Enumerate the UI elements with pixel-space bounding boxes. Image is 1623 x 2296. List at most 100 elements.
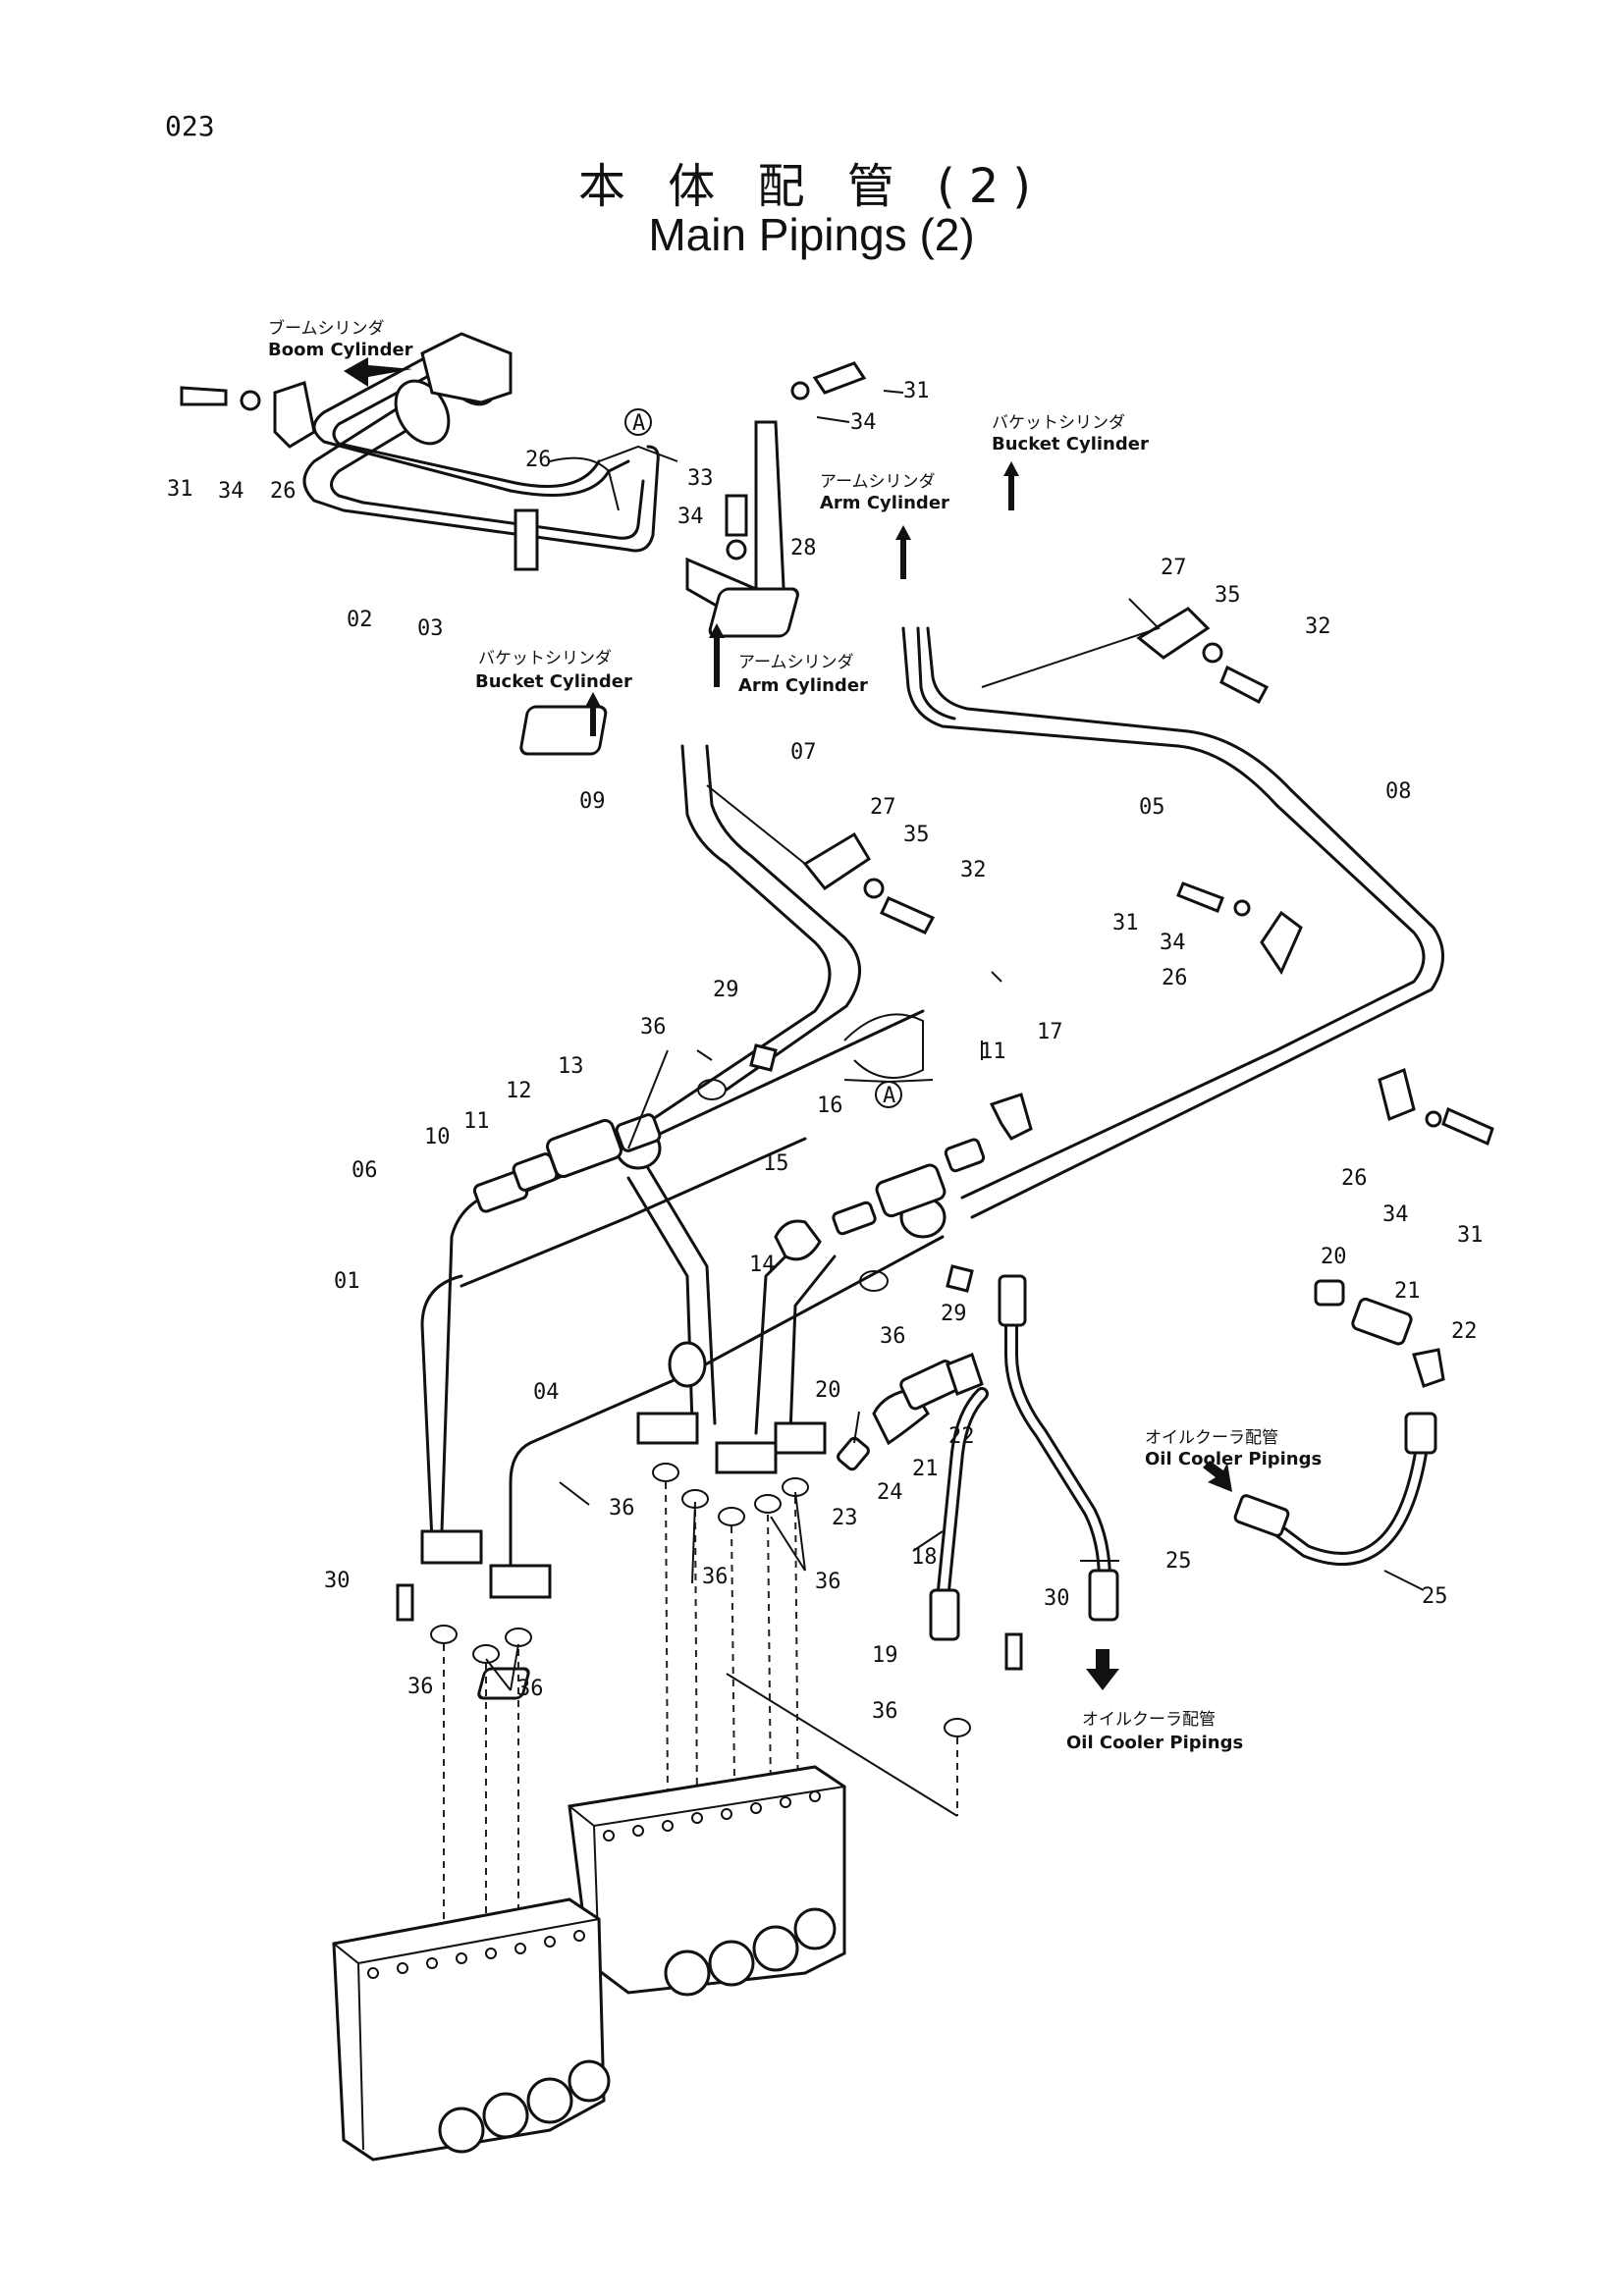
washer-34-top xyxy=(790,381,810,400)
pipe-05 xyxy=(901,626,1426,1200)
label-arm-cylinder-top-en: Arm Cylinder xyxy=(820,493,949,513)
callout: 35 xyxy=(1215,583,1241,608)
callout: 03 xyxy=(417,616,444,641)
label-bucket-cylinder-top-en: Bucket Cylinder xyxy=(992,434,1149,454)
callout: 14 xyxy=(749,1253,776,1277)
callout: 20 xyxy=(1321,1245,1347,1269)
callout: 11 xyxy=(463,1109,490,1134)
boom-fitting-1 xyxy=(394,379,451,446)
spool-lower-4 xyxy=(568,2059,611,2103)
oil-cooler-arrow-down xyxy=(1086,1649,1119,1690)
callout: 34 xyxy=(677,505,704,529)
oring-36-d xyxy=(652,1463,679,1482)
bolt-31-top xyxy=(812,361,867,395)
bolt-32-right xyxy=(1219,665,1270,705)
hose-end-top xyxy=(998,1274,1027,1327)
boom-block xyxy=(420,332,513,404)
callout: 22 xyxy=(948,1424,975,1449)
clamp-26-right xyxy=(1378,1067,1416,1122)
label-boom-cylinder-jp: ブームシリンダ xyxy=(268,318,385,339)
pipe-09 xyxy=(636,744,832,1131)
callout: 06 xyxy=(352,1158,378,1183)
detail-a-marker-mid: A xyxy=(883,1084,895,1108)
callout: 34 xyxy=(218,479,244,504)
pipe-07 xyxy=(705,744,861,1092)
washer-34-left xyxy=(240,390,261,411)
washer-35-mid xyxy=(863,878,885,899)
elbow-17 xyxy=(989,1093,1033,1141)
callout: 25 xyxy=(1422,1584,1448,1609)
flange-mid-1 xyxy=(636,1412,699,1445)
control-valve-blocks xyxy=(332,1765,846,2162)
pipe-05-08-mid xyxy=(916,626,956,721)
label-bucket-cylinder-top-jp: バケットシリンダ xyxy=(992,413,1125,433)
washer-34-right xyxy=(1425,1110,1442,1128)
hose-end-18 xyxy=(929,1588,960,1641)
bolt-33 xyxy=(725,494,748,537)
label-arm-cylinder-mid-jp: アームシリンダ xyxy=(738,653,853,672)
callout: 36 xyxy=(815,1570,841,1594)
callout: 34 xyxy=(850,410,877,435)
page-title-japanese: 本 体 配 管 (2) xyxy=(577,159,1046,214)
washer-34-mid-right xyxy=(1233,899,1251,917)
label-oil-cooler-bottom-jp: オイルクーラ配管 xyxy=(1082,1710,1216,1730)
bolt-31-right xyxy=(1441,1106,1494,1147)
callout: 10 xyxy=(424,1125,451,1149)
boom-cylinder-assembly: A xyxy=(180,332,867,630)
hose-end-25 xyxy=(1088,1569,1119,1622)
clamp-27-mid-leader xyxy=(706,784,806,865)
plug-29-top xyxy=(749,1043,778,1072)
callout: 35 xyxy=(903,823,930,847)
callout: 24 xyxy=(877,1480,903,1505)
part-callouts: 31 34 26 02 03 26 33 34 28 31 34 27 35 3… xyxy=(167,379,1484,1724)
flange-01 xyxy=(420,1529,483,1565)
elbow-22-left xyxy=(946,1353,984,1396)
callout: 08 xyxy=(1385,779,1412,804)
bolt-31-mid xyxy=(1176,881,1224,913)
spool-upper-4 xyxy=(793,1907,837,1950)
tee-joint-04 xyxy=(668,1341,707,1388)
page-title-english: Main Pipings (2) xyxy=(648,209,975,260)
long-pipes-05-08 xyxy=(708,587,1494,1219)
bolt-31-left xyxy=(180,386,228,406)
bucket-cylinder-arrow-top xyxy=(1003,461,1019,510)
oring-36-mid xyxy=(859,1270,889,1292)
fitting-20-right xyxy=(1314,1279,1345,1307)
callout: 15 xyxy=(763,1151,789,1176)
oil-cooler-arrow-left xyxy=(1203,1461,1232,1492)
callout: 26 xyxy=(525,448,552,472)
label-arm-cylinder-top-jp: アームシリンダ xyxy=(820,472,935,492)
label-bucket-cylinder-mid-en: Bucket Cylinder xyxy=(475,671,632,692)
bolt-32-mid xyxy=(880,896,936,934)
callout: 16 xyxy=(817,1094,843,1118)
callout: 36 xyxy=(640,1015,667,1040)
spool-lower-2 xyxy=(482,2092,529,2139)
spool-upper-1 xyxy=(664,1949,711,1997)
clamp-26-mid xyxy=(1260,910,1303,976)
callout: 26 xyxy=(270,479,297,504)
callout: 34 xyxy=(1160,931,1186,955)
control-valve-upper xyxy=(568,1765,846,1995)
clamp-26-center xyxy=(514,508,539,571)
flange-mid-3 xyxy=(774,1421,827,1455)
plug-29-bottom xyxy=(946,1264,974,1293)
fitting-13 xyxy=(615,1113,662,1152)
oring-36-flange19 xyxy=(944,1718,971,1737)
callout: 33 xyxy=(687,466,714,491)
callout: 29 xyxy=(713,978,739,1002)
callout: 27 xyxy=(870,795,896,820)
oring-36-top xyxy=(697,1079,727,1100)
callout: 26 xyxy=(1341,1166,1368,1191)
callout: 36 xyxy=(407,1675,434,1699)
callout: 36 xyxy=(517,1677,544,1701)
check-valve-group: A xyxy=(472,1013,1033,1293)
flange-mid-2 xyxy=(715,1441,778,1474)
elbow-22-right xyxy=(1412,1348,1445,1388)
hose-end-right-top xyxy=(1404,1412,1437,1455)
callout: 19 xyxy=(872,1643,898,1668)
page-number: 023 xyxy=(165,110,215,142)
flange-19 xyxy=(477,1667,530,1700)
bolt-30-right xyxy=(1004,1632,1023,1671)
callout: 30 xyxy=(324,1569,351,1593)
oring-36-b xyxy=(472,1644,500,1664)
